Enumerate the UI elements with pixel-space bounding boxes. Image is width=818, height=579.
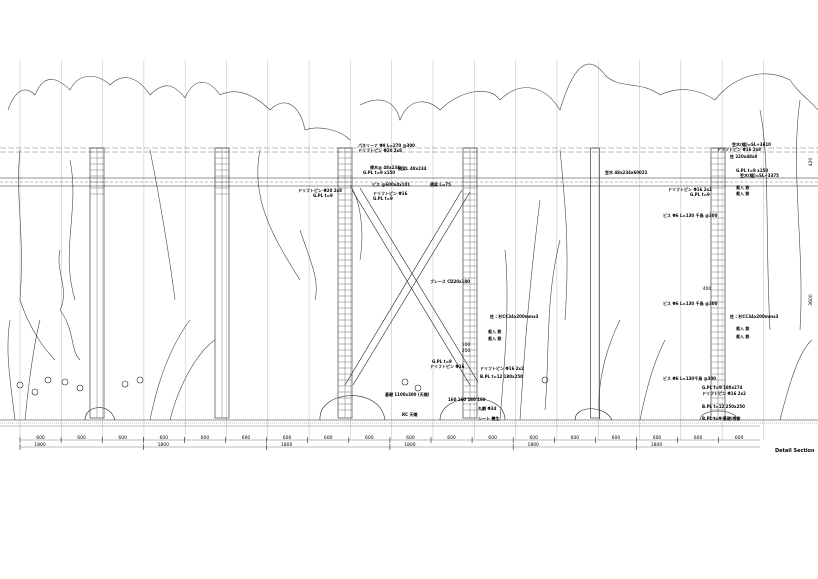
dimension-value: 600 — [77, 435, 86, 441]
annotation-label: 基礎 1100x300 (天端) — [384, 391, 430, 397]
dimension-value-major: 1800 — [281, 442, 293, 448]
annotation-label: 横梁L 48x234 — [397, 165, 427, 171]
annotation-label: パネリーナ Φ9 L=270 @300 — [358, 142, 415, 148]
dimension-value: 600 — [529, 435, 538, 441]
dimension-value: 600 — [571, 435, 580, 441]
annotation-label: ブレース CD20x180 — [430, 278, 470, 284]
annotation-label: G.PL t=9 x150 — [363, 170, 395, 175]
annotation-label: 柱 : 杉CC34x200mmx3 — [730, 313, 779, 319]
dimension-value-major: 1800 — [34, 442, 46, 448]
annotation-label: ビス Φ6 L=130 千鳥 @300 — [663, 300, 718, 306]
x-brace — [344, 187, 479, 386]
annotation-label: 笠木 48x234x60021 — [604, 169, 648, 175]
annotation-label: シート 養生 — [478, 415, 499, 421]
post — [590, 147, 600, 419]
dimension-value: 600 — [488, 435, 497, 441]
posts — [89, 147, 726, 419]
annotation-label: ドリフトピン Φ16 2x2 — [702, 390, 746, 396]
dimension-value-major: 1800 — [158, 442, 170, 448]
annotation-label: 差入 鉄 — [488, 335, 502, 341]
annotation-label: 160 160 160 160 — [448, 397, 486, 402]
annotation-label: ビス @600x4x101 — [372, 181, 410, 187]
annotation-label: 丸鋼 Φ34 — [477, 405, 497, 411]
top-beam — [0, 147, 818, 187]
height-dimension: 3600 — [808, 294, 814, 306]
dimension-value: 600 — [694, 435, 703, 441]
dimension-value-major: 1800 — [527, 442, 539, 448]
annotation-label: 笠木(幅)=SL+3375 — [739, 172, 779, 178]
ground-plants — [7, 199, 813, 421]
annotation-label: G.PL t=9 — [313, 193, 333, 198]
annotation-label: ビス Φ6 L=130千鳥 @300 — [663, 375, 716, 381]
annotation-label: 差入 鉄 — [488, 328, 502, 334]
annotation-label: ビス Φ6 L=130 千鳥 @300 — [663, 212, 718, 218]
annotation-label: ドリフトピン Φ16 2x2 — [668, 186, 712, 192]
dimension-value: 600 — [406, 435, 415, 441]
annotation-label: ドリフトピン Φ16 2x2 — [480, 365, 524, 371]
height-dimension: 400 — [703, 286, 712, 292]
dimension-value: 600 — [283, 435, 292, 441]
dimension-value-major: 1800 — [404, 442, 416, 448]
annotation-label: ドリフトピン Φ16 — [430, 363, 465, 369]
annotation-label: 差入 鉄 — [736, 333, 750, 339]
dimension-value: 600 — [365, 435, 374, 441]
dimension-value: 600 — [160, 435, 169, 441]
annotation-label: RC 天端 — [402, 411, 417, 417]
annotation-label: G.PL t=9 — [690, 192, 710, 197]
grid-lines — [19, 60, 764, 440]
ground — [0, 419, 818, 427]
annotation-label: B.PL t=12 180x250 — [480, 374, 523, 379]
dimension-value: 600 — [201, 435, 210, 441]
annotation-label: 差入 鉄 — [736, 190, 750, 196]
annotation-label: 差入 鉄 — [736, 325, 750, 331]
dimension-value: 600 — [612, 435, 621, 441]
drawing-title: Detail Section — [775, 448, 815, 454]
annotation-label: 柱 : 杉CC34x200mmx3 — [490, 313, 539, 319]
dimension-line: 600 600 600 600 600 600 600 600 600 600 600 600 600 6… — [19, 435, 760, 450]
annotation-label: 笠木(幅)=SL+3610 — [731, 141, 771, 147]
annotation-label: 棟木@ 48x234 — [370, 164, 400, 170]
annotation-label: G.PL t=9 — [373, 196, 393, 201]
dimension-value: 600 — [324, 435, 333, 441]
annotation-label: G.PL t=9 180x274 — [702, 385, 743, 390]
dimension-value: 600 — [242, 435, 251, 441]
dimension-value-major: 1800 — [651, 442, 663, 448]
height-dimension: 420 — [808, 158, 814, 167]
annotation-label: ドリフトピン Φ16 — [373, 190, 408, 196]
dimension-value: 600 — [447, 435, 456, 441]
annotation-label: G.PL t=9 x150 — [736, 168, 768, 173]
annotation-label: ドリフトピン Φ20 2x8 — [358, 147, 402, 153]
foliage-canopy — [7, 63, 818, 361]
annotation-label: 柱 220x48x8 — [730, 153, 757, 159]
height-dimension: 100 — [462, 342, 471, 348]
annotation-label: 差入 鉄 — [736, 184, 750, 190]
dimension-value: 600 — [36, 435, 45, 441]
annotation-label: ドリフトピン Φ20 2x8 — [298, 187, 342, 193]
height-dimension: 250 — [462, 348, 471, 354]
annotation-label: G.PL t=9 — [432, 359, 452, 364]
dimension-value: 600 — [118, 435, 127, 441]
annotation-label: B.PL t=9 基礎/根巻 — [702, 415, 740, 421]
dimension-value: 600 — [653, 435, 662, 441]
annotation-label: 横梁 L=75 — [429, 181, 451, 187]
annotation-label: B.PL t=12 250x250 — [702, 404, 745, 409]
annotation-label: ドリフトピン Φ16 2x8 — [717, 146, 761, 152]
dimension-value: 600 — [735, 435, 744, 441]
